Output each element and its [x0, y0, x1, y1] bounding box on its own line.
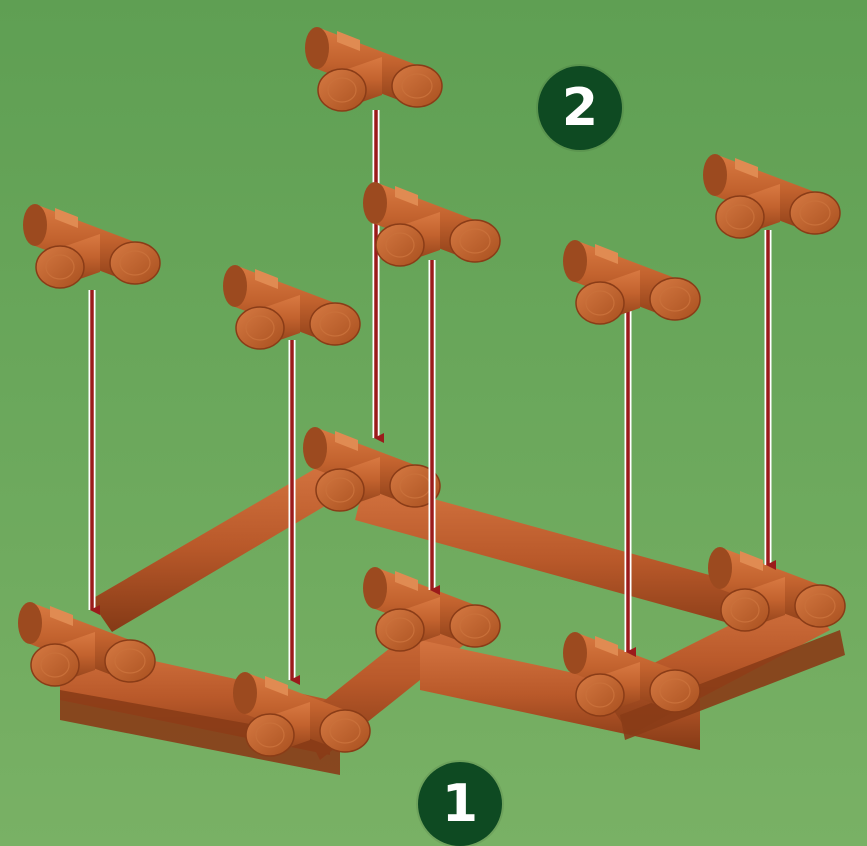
log-connector-piece — [23, 204, 160, 288]
step-2-badge: 2 — [538, 66, 622, 150]
log-connector-piece — [223, 265, 360, 349]
step-1-badge: 1 — [418, 762, 502, 846]
log-connector-piece — [305, 27, 442, 111]
log-connector-piece — [703, 154, 840, 238]
base-log-back-left — [90, 460, 352, 632]
log-connector-piece — [363, 182, 500, 266]
